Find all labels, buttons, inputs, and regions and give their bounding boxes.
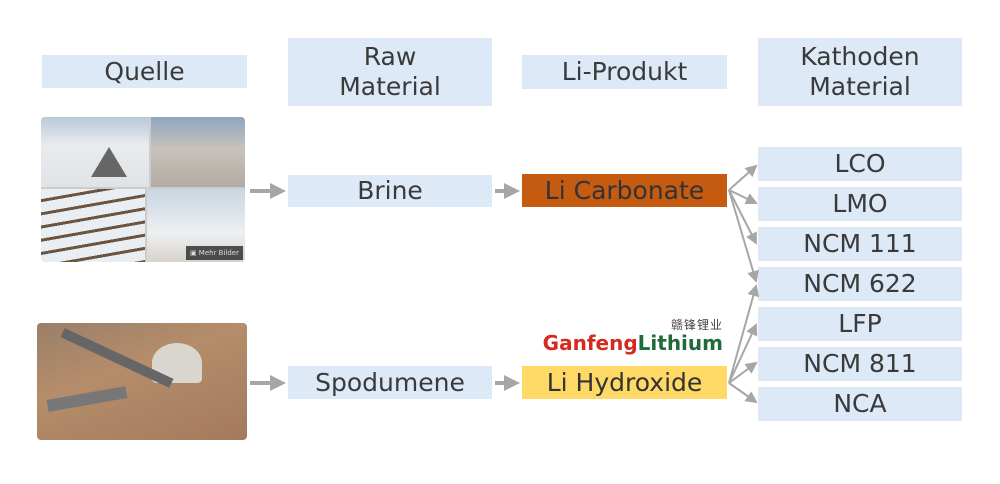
cathode-lfp: LFP (758, 307, 962, 341)
header-raw-material: Raw Material (288, 38, 492, 106)
cathode-ncm622: NCM 622 (758, 267, 962, 301)
header-cathode-material: Kathoden Material (758, 38, 962, 106)
raw-material-brine: Brine (288, 175, 492, 207)
cathode-ncm111: NCM 111 (758, 227, 962, 261)
ganfeng-lithium-logo: 赣锋锂业 GanfengLithium (542, 318, 723, 355)
cathode-lco: LCO (758, 147, 962, 181)
raw-material-spodumene: Spodumene (288, 366, 492, 399)
more-images-badge[interactable]: ▣ Mehr Bilder (185, 246, 243, 260)
cathode-ncm811: NCM 811 (758, 347, 962, 381)
brine-photo-collage[interactable]: ▣ Mehr Bilder (41, 117, 245, 262)
product-li-carbonate: Li Carbonate (522, 174, 727, 207)
cathode-lmo: LMO (758, 187, 962, 221)
spodumene-mine-photo (37, 323, 247, 440)
product-li-hydroxide: Li Hydroxide (522, 366, 727, 399)
cathode-nca: NCA (758, 387, 962, 421)
header-source: Quelle (42, 55, 247, 88)
image-icon: ▣ (189, 249, 199, 257)
header-li-product: Li-Produkt (522, 55, 727, 89)
